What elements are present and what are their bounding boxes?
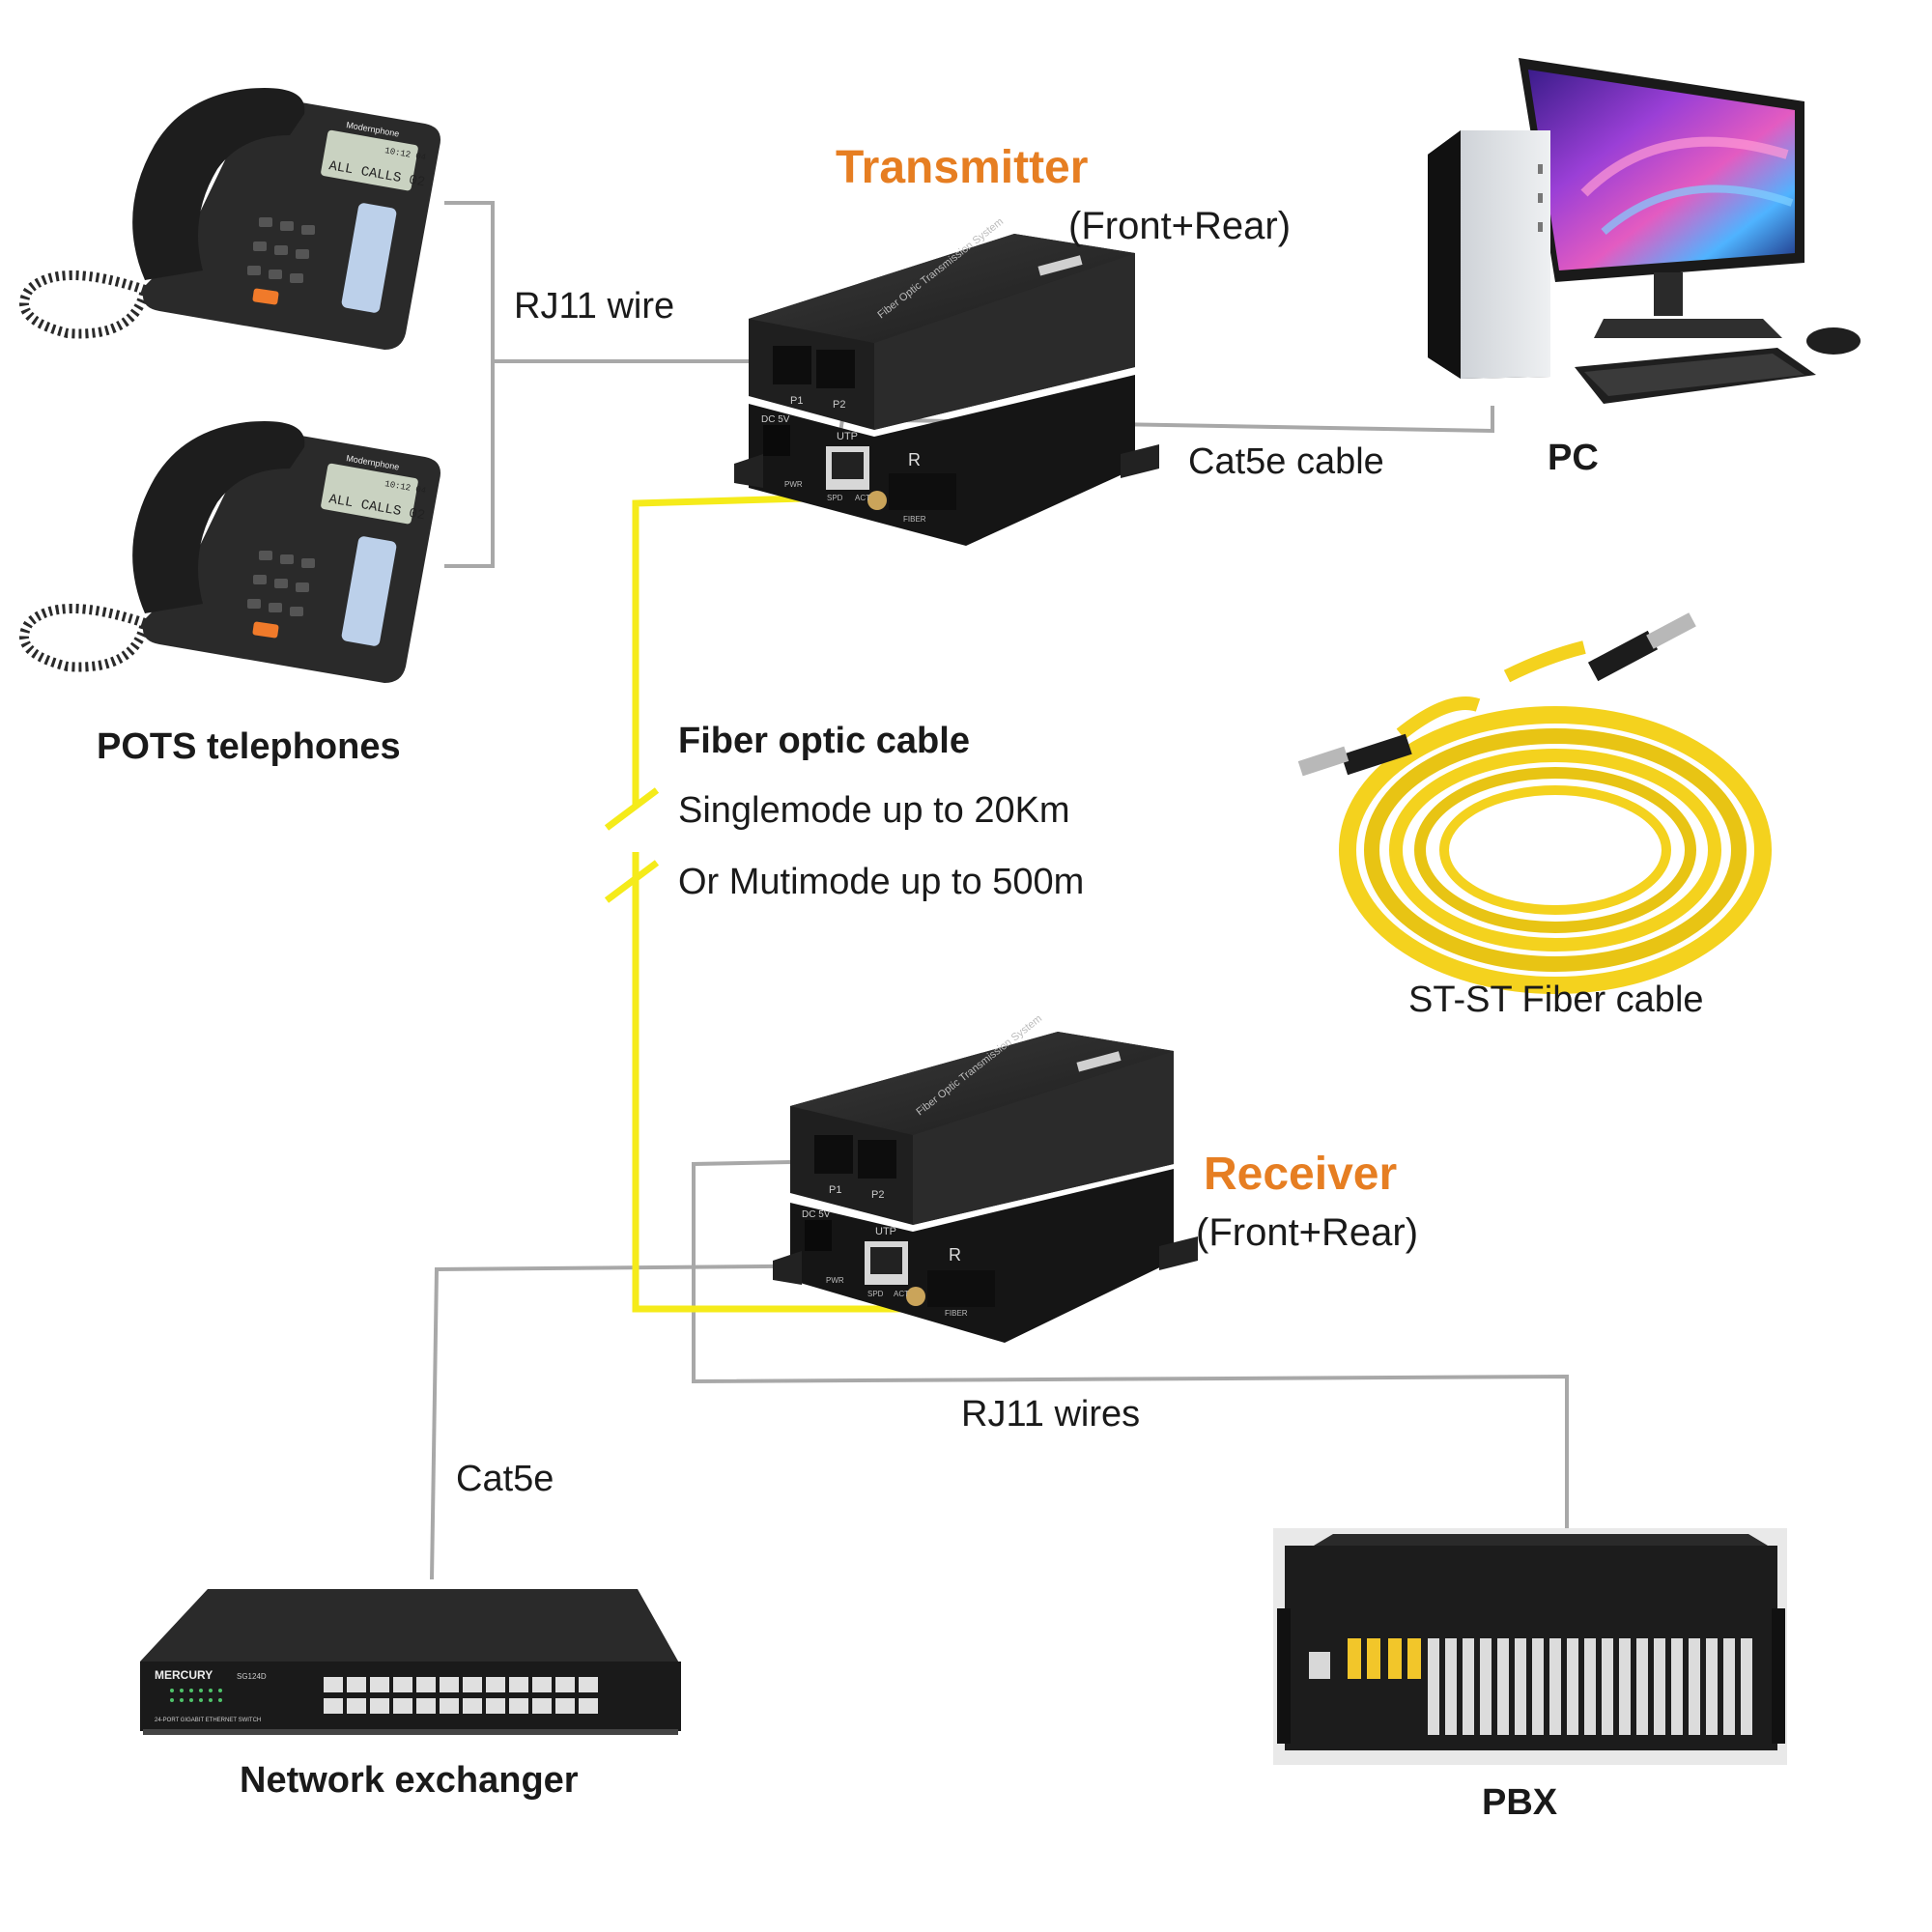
cat5e-cable-pc [838, 406, 1494, 434]
port-label-r: R [949, 1245, 961, 1264]
fiber-spec-singlemode: Singlemode up to 20Km [678, 790, 1070, 831]
pc-label: PC [1548, 438, 1599, 478]
desktop-pc-icon [1428, 58, 1861, 404]
port-label-act: ACT [894, 1290, 909, 1298]
rj11-wires-pbx [692, 1159, 1569, 1528]
network-switch-icon [140, 1589, 681, 1735]
port-label-spd: SPD [827, 494, 843, 502]
rj11-wires-label: RJ11 wires [961, 1394, 1141, 1435]
switch-desc: 24-PORT GIGABIT ETHERNET SWITCH [155, 1718, 261, 1723]
port-label-spd: SPD [867, 1290, 884, 1298]
port-label-p1: P1 [790, 395, 803, 407]
port-label-pwr: PWR [826, 1276, 844, 1285]
rj11-wire-phones [444, 201, 763, 568]
port-label-p2: P2 [833, 399, 845, 411]
st-fiber-cable-label: ST-ST Fiber cable [1408, 980, 1704, 1020]
port-label-utp: UTP [875, 1226, 896, 1237]
port-label-p2: P2 [871, 1189, 884, 1201]
rj11-wire-label: RJ11 wire [514, 286, 675, 327]
port-label-utp: UTP [837, 431, 858, 442]
pbx-label: PBX [1482, 1782, 1558, 1823]
telephone-icon [19, 88, 440, 350]
port-label-dc: DC 5V [761, 414, 790, 425]
fiber-cable-title: Fiber optic cable [678, 721, 970, 761]
network-exchanger-label: Network exchanger [240, 1760, 579, 1801]
fiber-spec-multimode: Or Mutimode up to 500m [678, 862, 1085, 902]
fiber-converter-icon [773, 1032, 1198, 1343]
cat5e-cable-label: Cat5e cable [1188, 441, 1384, 482]
receiver-subtitle: (Front+Rear) [1196, 1211, 1419, 1254]
cat5e-wire-switch [430, 1264, 875, 1580]
port-label-pwr: PWR [784, 480, 803, 489]
receiver-title: Receiver [1204, 1149, 1398, 1200]
port-label-dc: DC 5V [802, 1209, 831, 1220]
transmitter-subtitle: (Front+Rear) [1068, 205, 1292, 247]
pots-telephones-label: POTS telephones [97, 726, 401, 767]
port-label-fiber: FIBER [945, 1309, 968, 1318]
cat5e-label: Cat5e [456, 1459, 554, 1499]
st-connector-icon [1297, 612, 1696, 777]
port-label-act: ACT [855, 494, 870, 502]
fiber-converter-icon [734, 234, 1159, 546]
switch-brand: MERCURY [155, 1668, 213, 1682]
port-label-p1: P1 [829, 1184, 841, 1196]
pbx-rack-icon [1273, 1528, 1787, 1765]
fiber-cable-icon [1339, 640, 1772, 994]
telephone-icon [19, 421, 440, 683]
port-label-fiber: FIBER [903, 515, 926, 524]
transmitter-title: Transmitter [836, 142, 1089, 193]
port-label-r: R [908, 450, 921, 469]
switch-model: SG124D [237, 1672, 267, 1681]
